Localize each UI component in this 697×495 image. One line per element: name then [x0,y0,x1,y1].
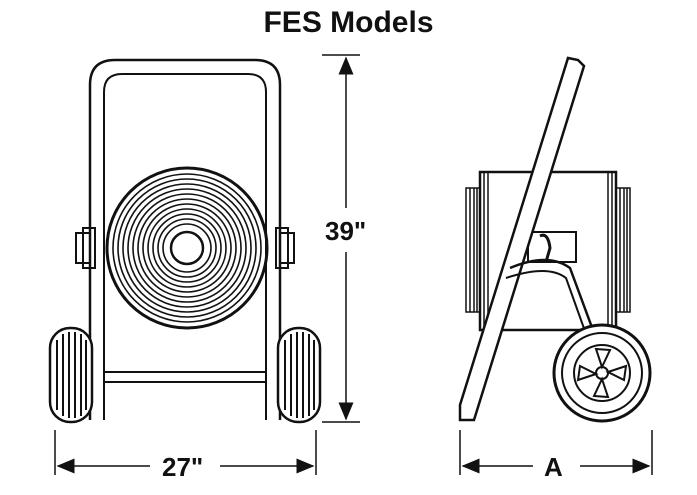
side-leg-frame [509,258,606,361]
side-wheel [552,323,652,423]
front-right-wheel [276,326,322,424]
diagram-title: FES Models [263,6,434,39]
front-view [48,58,322,424]
side-depth-dimension [459,430,653,475]
side-grille-right [607,172,631,330]
side-control-box [527,231,577,263]
front-handle-frame [88,58,282,420]
side-grille-left [465,172,489,330]
side-handle [458,56,586,422]
side-view [458,56,652,423]
front-grille [105,166,269,330]
height-label: 39" [325,216,367,246]
width-dimension [54,430,317,475]
front-handle-frame-inner [103,73,267,420]
front-left-wheel [48,326,94,424]
width-label: 27" [162,452,204,482]
height-dimension [322,54,360,423]
side-depth-label: A [544,452,563,482]
